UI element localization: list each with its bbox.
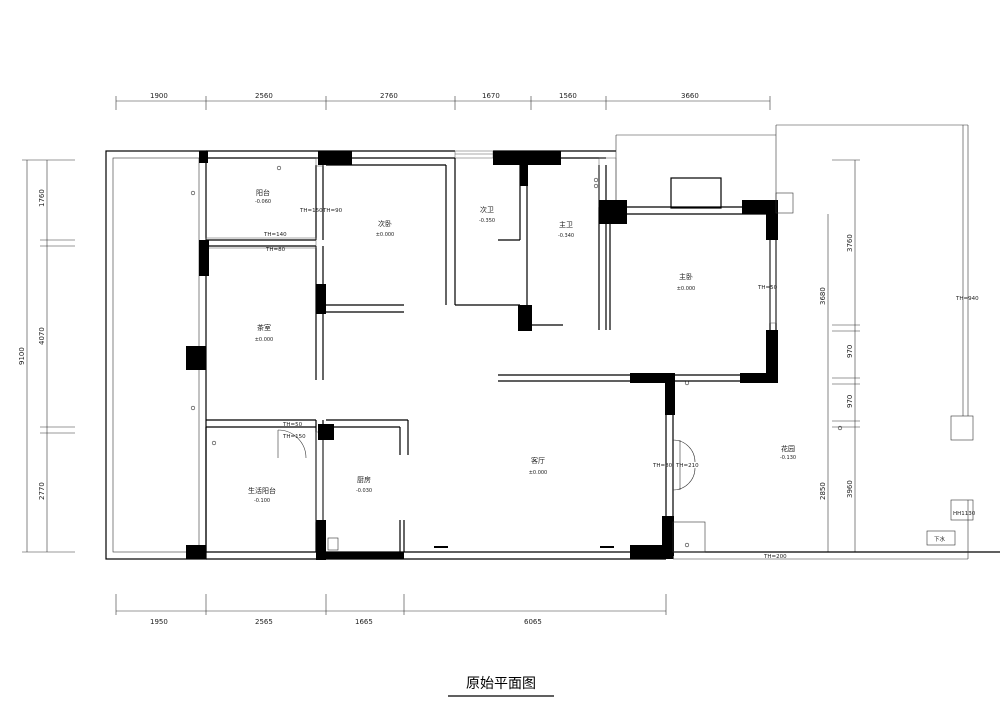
room-name-second-bath: 次卫	[480, 205, 494, 214]
note-th50-master: TH=50	[757, 285, 778, 291]
dim-top-3: 2760	[380, 92, 398, 100]
box-label: 下水	[934, 535, 946, 543]
dim-bottom-4: 6065	[524, 618, 542, 626]
room-level-kitchen: -0.030	[356, 488, 372, 494]
room-level-master-bath: -0.340	[558, 233, 574, 239]
room-level-garden: -0.130	[780, 455, 796, 461]
room-name-kitchen: 厨房	[357, 475, 371, 484]
note-th150-b: TH=150	[282, 434, 306, 440]
room-name-balcony: 阳台	[256, 188, 270, 197]
left-dimension-chain: 9100 1760 4070 2770	[18, 159, 75, 553]
dim-right-3: 970	[846, 395, 854, 408]
top-dimension-chain: 1900 2560 2760 1670 1560 3660	[115, 92, 771, 110]
fixtures	[190, 165, 974, 553]
note-th80-a: TH=80	[265, 247, 286, 253]
room-name-service-balcony: 生活阳台	[248, 486, 276, 495]
room-level-tea-room: ±0.000	[255, 337, 274, 343]
note-hh1130: HH1130	[953, 511, 976, 517]
dim-top-5: 1560	[559, 92, 577, 100]
note-th140: TH=140	[263, 232, 287, 238]
note-th210: TH=210	[675, 463, 699, 469]
right-dimension-chain: 3760 970 970 3960 3680 2850	[819, 159, 860, 553]
bottom-dimension-chain: 1950 2565 1665 6065	[115, 594, 667, 626]
dim-bottom-1: 1950	[150, 618, 168, 626]
dim-left-2: 4070	[38, 327, 46, 345]
dim-left-total: 9100	[18, 347, 26, 365]
dim-right-2: 970	[846, 345, 854, 358]
dim-left-3: 2770	[38, 482, 46, 500]
interior-walls	[205, 124, 1000, 560]
room-labels: 阳台 -0.060 次卧 ±0.000 次卫 -0.350 主卫 -0.340 …	[248, 188, 796, 504]
dim-bottom-3: 1665	[355, 618, 373, 626]
dim-right-inner-1: 3680	[819, 287, 827, 305]
room-level-master-bedroom: ±0.000	[677, 286, 696, 292]
room-level-second-bedroom: ±0.000	[376, 232, 395, 238]
dim-bottom-2: 2565	[255, 618, 273, 626]
dim-top-1: 1900	[150, 92, 168, 100]
dim-top-2: 2560	[255, 92, 273, 100]
dim-top-4: 1670	[482, 92, 500, 100]
room-level-service-balcony: -0.100	[254, 498, 270, 504]
sill-height-notes: TH=150 TH=90 TH=140 TH=80 TH=50 TH=50 TH…	[263, 208, 979, 560]
note-th90: TH=90	[322, 208, 343, 214]
dim-right-inner-2: 2850	[819, 482, 827, 500]
dim-right-4: 3960	[846, 480, 854, 498]
dim-top-6: 3660	[681, 92, 699, 100]
room-name-master-bedroom: 主卧	[679, 272, 693, 281]
room-name-garden: 花园	[781, 444, 795, 453]
dim-right-1: 3760	[846, 234, 854, 252]
note-th50-b: TH=50	[282, 422, 303, 428]
room-name-tea-room: 茶室	[257, 323, 271, 332]
room-name-master-bath: 主卫	[559, 220, 573, 229]
drawing-title: 原始平面图	[466, 676, 536, 692]
room-level-balcony: -0.060	[255, 199, 271, 205]
room-level-second-bath: -0.350	[479, 218, 495, 224]
dim-left-1: 1760	[38, 189, 46, 207]
note-th200: TH=200	[763, 554, 787, 560]
note-th150-a: TH=150	[299, 208, 323, 214]
note-th80-b: TH=80	[652, 463, 673, 469]
room-name-living-room: 客厅	[531, 456, 545, 465]
note-th940: TH=940	[955, 296, 979, 302]
structural-columns	[186, 151, 778, 560]
room-name-second-bedroom: 次卧	[378, 219, 392, 228]
room-level-living-room: ±0.000	[529, 470, 548, 476]
